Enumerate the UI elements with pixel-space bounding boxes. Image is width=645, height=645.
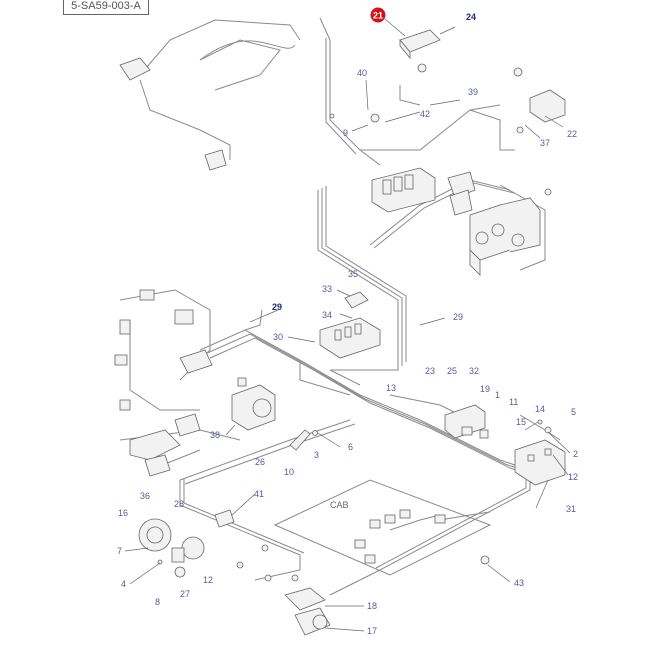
callout-41[interactable]: 41 [254, 489, 264, 499]
callout-29-right[interactable]: 29 [453, 312, 463, 322]
left-harness-bracket [114, 289, 213, 411]
callout-6[interactable]: 6 [348, 442, 353, 452]
callout-43[interactable]: 43 [514, 578, 524, 588]
callout-4[interactable]: 4 [121, 579, 126, 589]
callout-37[interactable]: 37 [540, 138, 550, 148]
callout-15[interactable]: 15 [516, 417, 526, 427]
callout-31[interactable]: 31 [566, 504, 576, 514]
lower-horn [284, 587, 331, 636]
highlight-marker[interactable] [370, 7, 386, 23]
callout-36[interactable]: 36 [140, 491, 150, 501]
harness-wires [119, 17, 561, 596]
cab-label: CAB [330, 500, 349, 510]
callout-10-upper[interactable]: 10 [284, 467, 294, 477]
callout-42[interactable]: 42 [420, 109, 430, 119]
callout-26[interactable]: 26 [255, 457, 265, 467]
pedal-switch [289, 429, 311, 451]
callout-24[interactable]: 24 [466, 12, 476, 22]
drawing-reference: 5-SA59-003-A [63, 0, 149, 15]
callout-21[interactable]: 21 [373, 11, 383, 21]
callout-29-left[interactable]: 29 [272, 302, 282, 312]
junction-block [319, 291, 381, 359]
callout-16[interactable]: 16 [118, 508, 128, 518]
beacon-lamp [204, 149, 227, 171]
cab-connectors [354, 509, 446, 564]
callouts: 21 24 40 39 42 9 22 37 35 33 34 29 29 30… [117, 7, 578, 636]
callout-12-left[interactable]: 12 [203, 575, 213, 585]
callout-9[interactable]: 9 [343, 128, 348, 138]
callout-22[interactable]: 22 [567, 129, 577, 139]
callout-13[interactable]: 13 [386, 383, 396, 393]
callout-30[interactable]: 30 [273, 332, 283, 342]
callout-11[interactable]: 11 [509, 397, 518, 407]
callout-32[interactable]: 32 [469, 366, 479, 376]
callout-35[interactable]: 35 [348, 269, 358, 279]
coil-cable [199, 40, 296, 61]
callout-2[interactable]: 2 [573, 449, 578, 459]
callout-34[interactable]: 34 [322, 310, 332, 320]
wire-connector [214, 509, 235, 528]
callout-23[interactable]: 23 [425, 366, 435, 376]
components [114, 26, 566, 636]
relay-group [444, 404, 489, 439]
callout-39[interactable]: 39 [468, 87, 478, 97]
callout-8[interactable]: 8 [155, 597, 160, 607]
relay-box [399, 26, 456, 60]
callout-17[interactable]: 17 [367, 626, 377, 636]
callout-27[interactable]: 27 [180, 589, 190, 599]
horn [138, 518, 205, 563]
callout-19[interactable]: 19 [480, 384, 490, 394]
callout-28[interactable]: 28 [174, 499, 184, 509]
leader-lines [124, 18, 571, 632]
callout-7[interactable]: 7 [117, 546, 122, 556]
battery [514, 439, 566, 486]
control-valve-block [371, 167, 476, 216]
callout-5[interactable]: 5 [571, 407, 576, 417]
callout-40[interactable]: 40 [357, 68, 367, 78]
callout-18[interactable]: 18 [367, 601, 377, 611]
callout-33[interactable]: 33 [322, 284, 332, 294]
callout-1[interactable]: 1 [495, 390, 500, 400]
solenoid-valve-stack [469, 197, 541, 276]
callout-3[interactable]: 3 [314, 450, 319, 460]
controller-box [529, 89, 566, 123]
starter-motor [174, 377, 276, 437]
callout-14[interactable]: 14 [535, 404, 545, 414]
callout-38[interactable]: 38 [210, 430, 220, 440]
callout-12-right[interactable]: 12 [568, 472, 578, 482]
callout-25[interactable]: 25 [447, 366, 457, 376]
sensor [480, 555, 490, 565]
left-connector [129, 429, 181, 461]
work-light [119, 57, 151, 81]
